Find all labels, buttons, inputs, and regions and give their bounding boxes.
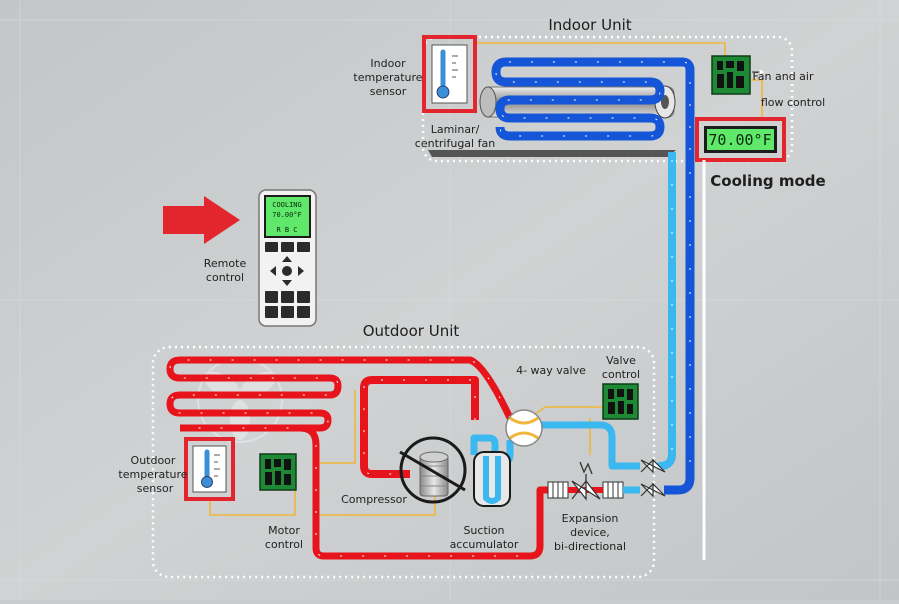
indoor-sensor-highlight xyxy=(422,35,477,113)
fan-label-2: centrifugal fan xyxy=(415,137,495,150)
remote-label-1: Remote xyxy=(204,257,247,270)
outdoor-unit-boundary xyxy=(151,345,656,579)
fan-control-label-2: flow control xyxy=(761,96,825,109)
expansion-label-1: Expansion xyxy=(562,512,619,525)
remote-button[interactable] xyxy=(265,242,278,252)
valve-control-label-2: control xyxy=(602,368,640,381)
outdoor-unit-title: Outdoor Unit xyxy=(363,322,460,340)
indoor-drip-tray xyxy=(428,150,676,157)
outdoor-temperature-sensor xyxy=(184,437,235,501)
remote-button[interactable] xyxy=(265,291,278,303)
compressor-label: Compressor xyxy=(341,493,407,506)
accumulator-label-2: accumulator xyxy=(450,538,519,551)
expansion-label-3: bi-directional xyxy=(554,540,626,553)
remote-label-2: control xyxy=(206,271,244,284)
valve-to-service-line xyxy=(540,421,640,470)
remote-button[interactable] xyxy=(281,291,294,303)
motor-control-label-2: control xyxy=(265,538,303,551)
outdoor-sensor-label-3: sensor xyxy=(137,482,174,495)
remote-ok-button[interactable] xyxy=(282,266,292,276)
remote-down-arrow-icon[interactable] xyxy=(282,280,292,286)
outdoor-coil xyxy=(166,356,514,432)
remote-button[interactable] xyxy=(297,306,310,318)
display-highlight xyxy=(695,117,786,162)
outdoor-sensor-label-1: Outdoor xyxy=(131,454,176,467)
remote-right-arrow-icon[interactable] xyxy=(298,266,304,276)
fan-control-label-1: Fan and air xyxy=(752,70,814,83)
valve-control-chip xyxy=(602,383,639,420)
remote-button[interactable] xyxy=(265,306,278,318)
suction-accumulator xyxy=(473,451,511,507)
compressor xyxy=(399,436,467,504)
remote-screen-line-1: COOLING xyxy=(272,201,302,209)
outdoor-sensor-highlight xyxy=(184,437,235,501)
fan-airflow-control-chip xyxy=(711,55,751,95)
service-valves xyxy=(640,458,666,498)
expansion-device xyxy=(547,461,624,501)
motor-control-label-1: Motor xyxy=(268,524,300,537)
liquid-line xyxy=(656,152,676,470)
accumulator-label-1: Suction xyxy=(463,524,504,537)
indoor-sensor-label-3: sensor xyxy=(370,85,407,98)
remote-screen-line-2: 70.00°F xyxy=(272,211,302,219)
four-way-valve xyxy=(505,409,543,447)
expansion-label-2: device, xyxy=(570,526,610,539)
remote-control: COOLING 70.00°F R B C xyxy=(258,189,317,327)
four-way-valve-label: 4- way valve xyxy=(516,364,586,377)
hot-gas-line-arrows xyxy=(363,379,476,475)
outdoor-sensor-label-2: temperature xyxy=(118,468,187,481)
remote-button[interactable] xyxy=(281,306,294,318)
remote-left-arrow-icon[interactable] xyxy=(270,266,276,276)
thermostat-display: 70.00°F xyxy=(695,117,786,162)
remote-up-arrow-icon[interactable] xyxy=(282,256,292,262)
indoor-temperature-sensor xyxy=(422,35,477,113)
cooling-mode-label: Cooling mode xyxy=(710,172,825,190)
remote-button[interactable] xyxy=(297,291,310,303)
fan-label-1: Laminar/ xyxy=(431,123,480,136)
remote-button[interactable] xyxy=(297,242,310,252)
indoor-unit-title: Indoor Unit xyxy=(548,16,631,34)
indoor-control-wires xyxy=(476,42,763,120)
indoor-coil-outer xyxy=(491,57,695,150)
indoor-sensor-label-2: temperature xyxy=(353,71,422,84)
remote-screen-line-3: R B C xyxy=(276,226,297,234)
remote-pointer-arrow xyxy=(163,196,240,244)
display-reading: 70.00°F xyxy=(708,131,771,149)
valve-control-label-1: Valve xyxy=(606,354,636,367)
remote-button[interactable] xyxy=(281,242,294,252)
vapor-line xyxy=(664,148,695,495)
indoor-sensor-label-1: Indoor xyxy=(370,57,406,70)
motor-control-chip xyxy=(259,453,297,491)
